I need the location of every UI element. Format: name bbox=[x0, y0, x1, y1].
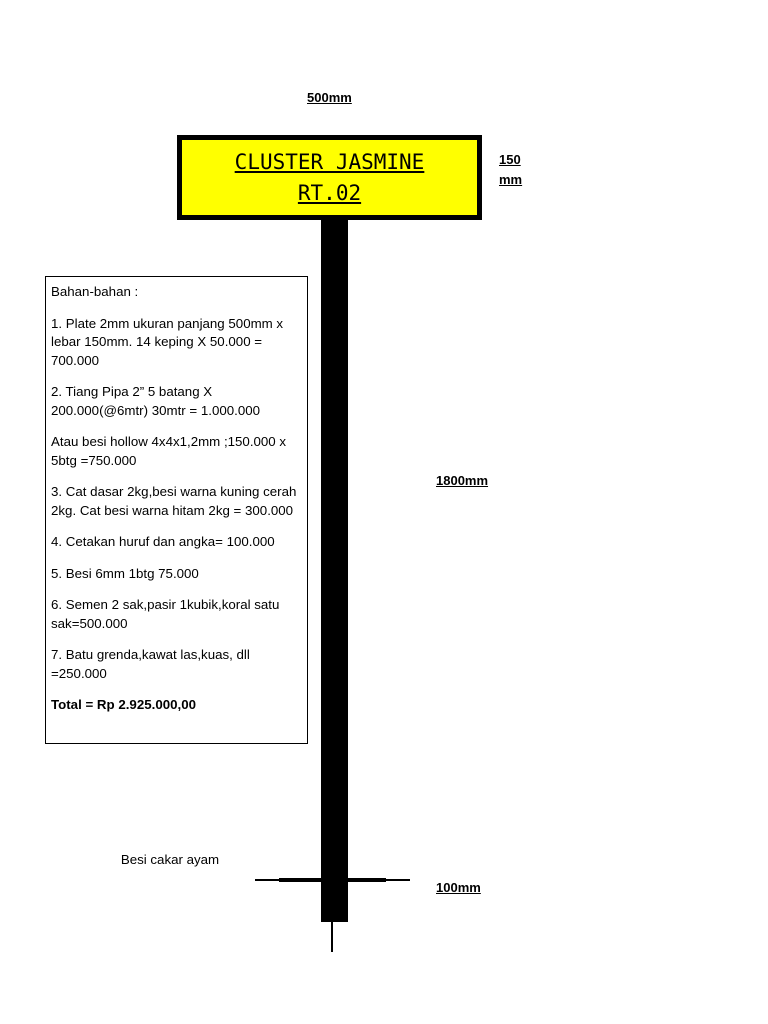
pole-height-dimension-label: 1800mm bbox=[436, 473, 489, 488]
sign-pole bbox=[321, 220, 348, 922]
materials-total: Total = Rp 2.925.000,00 bbox=[51, 697, 196, 712]
materials-item: 3. Cat dasar 2kg,besi warna kuning cerah… bbox=[51, 484, 297, 518]
sign-title-line1: CLUSTER JASMINE bbox=[234, 149, 425, 174]
sign-board: CLUSTER JASMINE RT.02 bbox=[177, 135, 482, 220]
sign-height-dimension-label: 150 mm bbox=[499, 152, 523, 187]
materials-heading: Bahan-bahan : bbox=[51, 284, 139, 299]
materials-list-box: Bahan-bahan : 1. Plate 2mm ukuran panjan… bbox=[45, 276, 308, 744]
claw-anchor-label: Besi cakar ayam bbox=[120, 852, 220, 867]
materials-item: 2. Tiang Pipa 2” 5 batang X 200.000(@6mt… bbox=[51, 384, 261, 418]
materials-item: 7. Batu grenda,kawat las,kuas, dll =250.… bbox=[51, 647, 250, 681]
materials-item: 4. Cetakan huruf dan angka= 100.000 bbox=[51, 534, 275, 549]
anchor-rod bbox=[331, 922, 333, 952]
materials-item: 1. Plate 2mm ukuran panjang 500mm x leba… bbox=[51, 315, 284, 368]
materials-item: 6. Semen 2 sak,pasir 1kubik,koral satu s… bbox=[51, 597, 280, 631]
materials-item: 5. Besi 6mm 1btg 75.000 bbox=[51, 565, 199, 581]
base-dimension-label: 100mm bbox=[436, 880, 481, 895]
materials-item: Atau besi hollow 4x4x1,2mm ;150.000 x 5b… bbox=[51, 434, 287, 468]
width-dimension-label: 500mm bbox=[307, 90, 352, 105]
claw-anchor-bar-thick bbox=[279, 878, 386, 882]
sign-title-line2: RT.02 bbox=[297, 180, 362, 205]
